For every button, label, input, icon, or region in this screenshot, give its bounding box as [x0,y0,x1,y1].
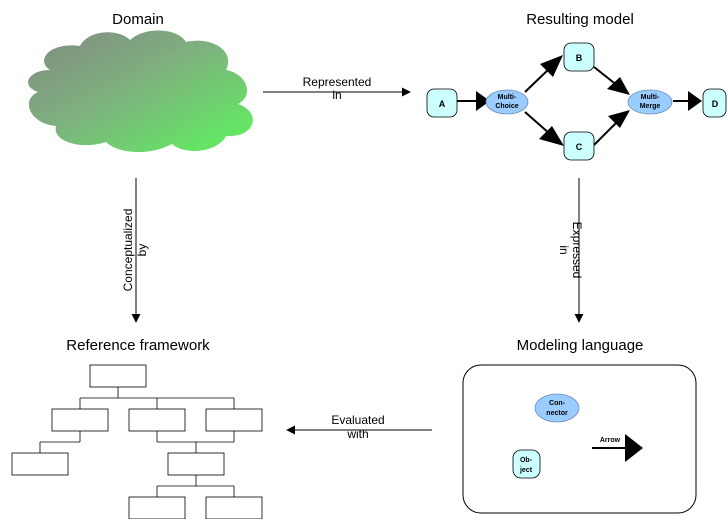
node-b [563,42,595,72]
arrowhead-b-merge [607,77,630,95]
tree-box-right [205,408,263,432]
connector-label-1: Con- [549,400,566,407]
tree-box-leaf-left [128,496,186,519]
expressed-in-label: in [557,245,571,254]
represented-label: Represented [303,75,372,89]
object-label-1: Ob- [520,457,533,464]
modeling-language-panel: Con- nector Ob- ject Arrow [462,364,697,514]
multi-merge-node [627,89,673,115]
tree-box-merge [167,452,225,476]
arrowhead-choice-c [539,126,564,146]
arrow-symbol-label: Arrow [600,437,621,444]
node-d [702,88,727,118]
multi-merge-label-1: Multi- [641,94,660,101]
node-a [426,88,458,118]
node-a-label: A [439,99,446,109]
conceptualized-label: Conceptualized [121,209,135,292]
tree-box-left [51,408,109,432]
reference-framework-tree [11,364,263,519]
domain-cloud [28,30,253,153]
arrowhead-choice-b [540,55,563,77]
modeling-language-title: Modeling language [517,337,644,354]
arrowhead-c-merge [608,110,630,128]
multi-choice-label-1: Multi- [498,94,517,101]
node-b-label: B [576,53,583,63]
expressed-in-connector: Expressed in [557,178,584,323]
tree-box-leaf-right [205,496,263,519]
node-c [563,131,595,161]
domain-title: Domain [112,11,164,28]
connector-symbol [534,393,580,423]
tree-box-middle [128,408,186,432]
multi-choice-label-2: Choice [495,103,518,110]
tree-box-left-child [11,452,69,476]
tree-box-root [89,364,147,388]
connector-label-2: nector [546,410,568,417]
evaluated-label: Evaluated [331,413,384,427]
arrow-symbol-head [625,434,643,462]
arrowhead-a-choice [476,91,490,111]
represented-in-connector: Represented in [263,75,411,102]
node-d-label: D [712,99,719,109]
resulting-model-title: Resulting model [526,11,634,28]
node-c-label: C [576,142,583,152]
conceptualized-by-connector: Conceptualized by [121,178,149,323]
object-label-2: ject [519,467,533,474]
evaluated-with-connector: Evaluated with [286,413,432,441]
resulting-model: A Multi- Choice B C Multi- Merge D [426,42,727,161]
multi-merge-label-2: Merge [640,103,661,110]
expressed-label: Expressed [570,222,584,279]
multi-choice-node [485,89,529,115]
represented-in-label: in [332,88,341,102]
evaluated-with-label: with [346,427,368,441]
object-symbol [512,449,541,479]
arrowhead-merge-d [688,91,702,111]
reference-framework-title: Reference framework [66,337,210,354]
conceptualized-by-label: by [135,244,149,257]
